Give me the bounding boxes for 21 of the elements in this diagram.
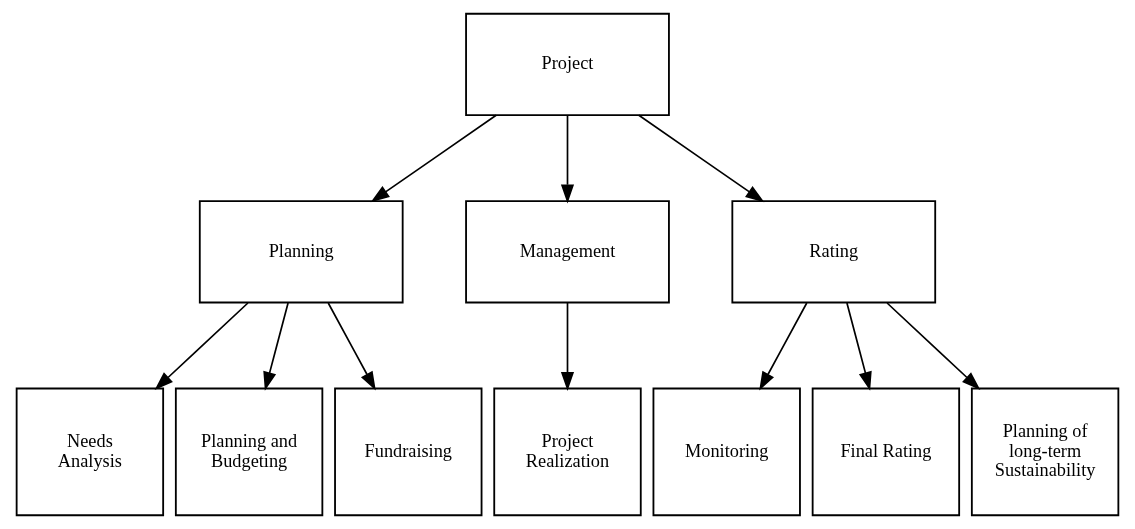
arrow bbox=[560, 114, 575, 204]
arrow bbox=[154, 302, 249, 391]
arrow bbox=[370, 114, 497, 203]
node-box: Management bbox=[465, 200, 670, 304]
arrow bbox=[759, 302, 808, 391]
node-box: Needs Analysis bbox=[15, 387, 165, 517]
node-box: Project bbox=[465, 12, 670, 117]
node-box: Final Rating bbox=[811, 387, 961, 517]
arrow bbox=[846, 302, 872, 391]
arrow bbox=[560, 302, 575, 391]
node-box: Planning of long-term Sustainability bbox=[970, 387, 1120, 517]
arrow bbox=[263, 302, 289, 391]
node-box: Planning and Budgeting bbox=[174, 387, 324, 517]
arrow bbox=[886, 302, 981, 391]
node-box: Monitoring bbox=[652, 387, 801, 517]
node-box: Rating bbox=[731, 200, 937, 304]
node-box: Fundraising bbox=[334, 387, 483, 517]
arrow bbox=[638, 114, 765, 203]
node-box: Project Realization bbox=[493, 387, 642, 517]
node-box: Planning bbox=[198, 200, 404, 304]
arrow bbox=[327, 302, 376, 391]
